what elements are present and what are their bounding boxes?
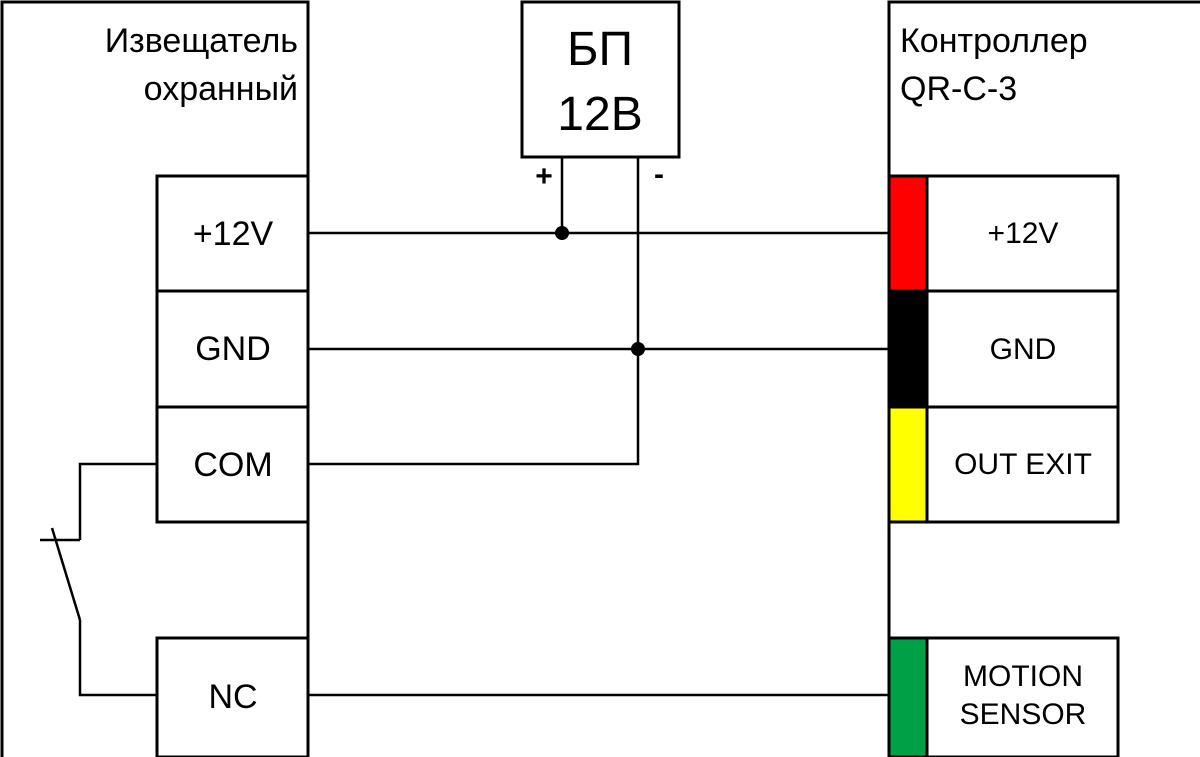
junction-dot-12v — [555, 226, 569, 240]
controller-title-line2: QR-C-3 — [900, 70, 1017, 108]
controller-terminal-motion-sensor — [925, 636, 1120, 757]
sensor-title-line1: Извещатель — [105, 22, 298, 60]
psu-block — [520, 0, 681, 159]
sensor-terminal-label: GND — [195, 330, 271, 368]
psu-title-line2: 12В — [557, 88, 642, 141]
junction-dot-gnd — [631, 342, 645, 356]
controller-strip-red — [887, 174, 929, 293]
controller-title-line1: Контроллер — [900, 22, 1088, 60]
psu-title-line1: БП — [567, 23, 633, 76]
switch-wire-upper — [78, 462, 157, 540]
controller-terminal-label: MOTION — [963, 660, 1083, 693]
controller-terminal-label: +12V — [988, 217, 1059, 250]
wire-com-to-psu-minus — [308, 157, 640, 466]
sensor-terminal-label: COM — [193, 446, 272, 484]
sensor-terminal-com — [155, 405, 310, 524]
controller-terminal-out-exit — [925, 405, 1120, 524]
switch-blade — [50, 527, 82, 621]
sensor-terminal-nc — [155, 636, 310, 757]
switch-wire-lower — [78, 620, 157, 697]
psu-plus-label: + — [535, 160, 553, 193]
controller-terminal-12v — [925, 174, 1120, 293]
controller-terminal-label: GND — [990, 333, 1057, 366]
controller-terminal-label: SENSOR — [960, 698, 1087, 731]
controller-terminal-gnd — [925, 289, 1120, 409]
controller-strip-green — [887, 636, 929, 757]
psu-minus-label: - — [654, 158, 664, 191]
controller-strip-black — [887, 289, 929, 409]
sensor-terminal-label: NC — [208, 678, 257, 716]
sensor-title-line2: охранный — [144, 70, 298, 108]
controller-terminal-label: OUT EXIT — [954, 448, 1092, 481]
sensor-terminal-label: +12V — [193, 215, 274, 253]
sensor-terminal-12v — [155, 174, 310, 293]
controller-strip-yellow — [887, 405, 929, 524]
